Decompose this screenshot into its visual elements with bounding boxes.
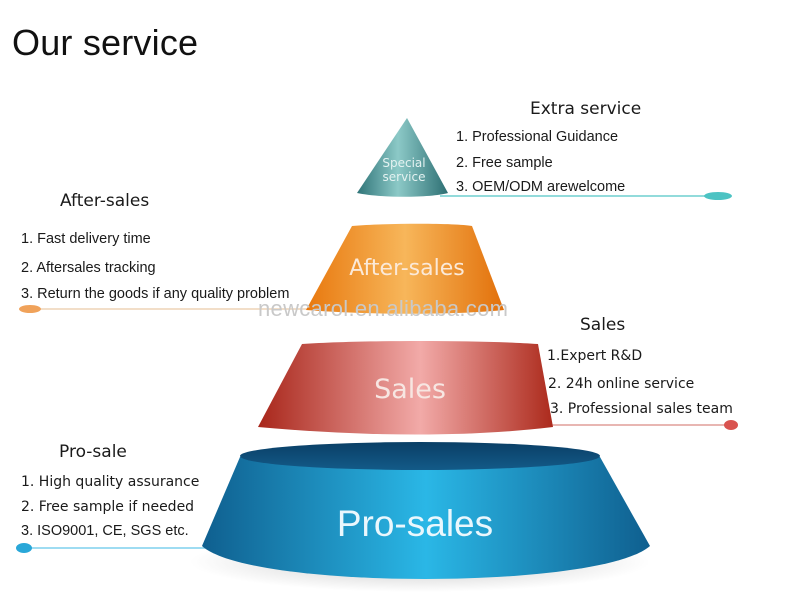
sales-item-2: 2. 24h online service — [548, 376, 695, 392]
after-sales-item-1: 1. Fast delivery time — [21, 231, 151, 247]
tier-label-after-sales: After-sales — [349, 256, 465, 281]
sales-item-1: 1.Expert R&D — [547, 348, 643, 364]
connector-after-sales — [19, 305, 320, 313]
pro-sale-item-2: 2. Free sample if needed — [21, 499, 195, 515]
tier-special-service — [357, 118, 448, 197]
pro-sale-item-3: 3. ISO9001, CE, SGS etc. — [21, 523, 189, 539]
after-sales-item-2: 2. Aftersales tracking — [21, 260, 156, 276]
tier-label-special: Special service — [372, 156, 436, 184]
tier-label-special-line1: Special — [382, 156, 426, 170]
sales-heading: Sales — [580, 315, 626, 335]
after-sales-item-3: 3. Return the goods if any quality probl… — [21, 286, 290, 302]
tier-pro-sales — [202, 442, 650, 579]
pro-sale-item-1: 1. High quality assurance — [21, 474, 200, 490]
connector-pro-sale — [16, 543, 205, 553]
extra-service-item-2: 2. Free sample — [456, 155, 553, 171]
tier-after-sales — [306, 223, 504, 314]
extra-service-heading: Extra service — [530, 99, 642, 119]
extra-service-item-1: 1. Professional Guidance — [456, 129, 619, 145]
after-sales-heading: After-sales — [60, 191, 150, 211]
page-title: Our service — [12, 22, 199, 63]
watermark: newcarol.en.alibaba.com — [258, 296, 509, 321]
connector-sales — [545, 420, 738, 430]
tier-label-special-line2: service — [382, 170, 426, 184]
tier-label-pro-sales: Pro-sales — [336, 503, 494, 544]
connector-extra — [440, 192, 732, 200]
tier-sales — [258, 341, 553, 435]
extra-service-item-3: 3. OEM/ODM arewelcome — [456, 179, 626, 195]
pro-sale-heading: Pro-sale — [59, 442, 127, 462]
sales-item-3: 3. Professional sales team — [550, 401, 733, 417]
tier-label-sales: Sales — [374, 374, 446, 405]
